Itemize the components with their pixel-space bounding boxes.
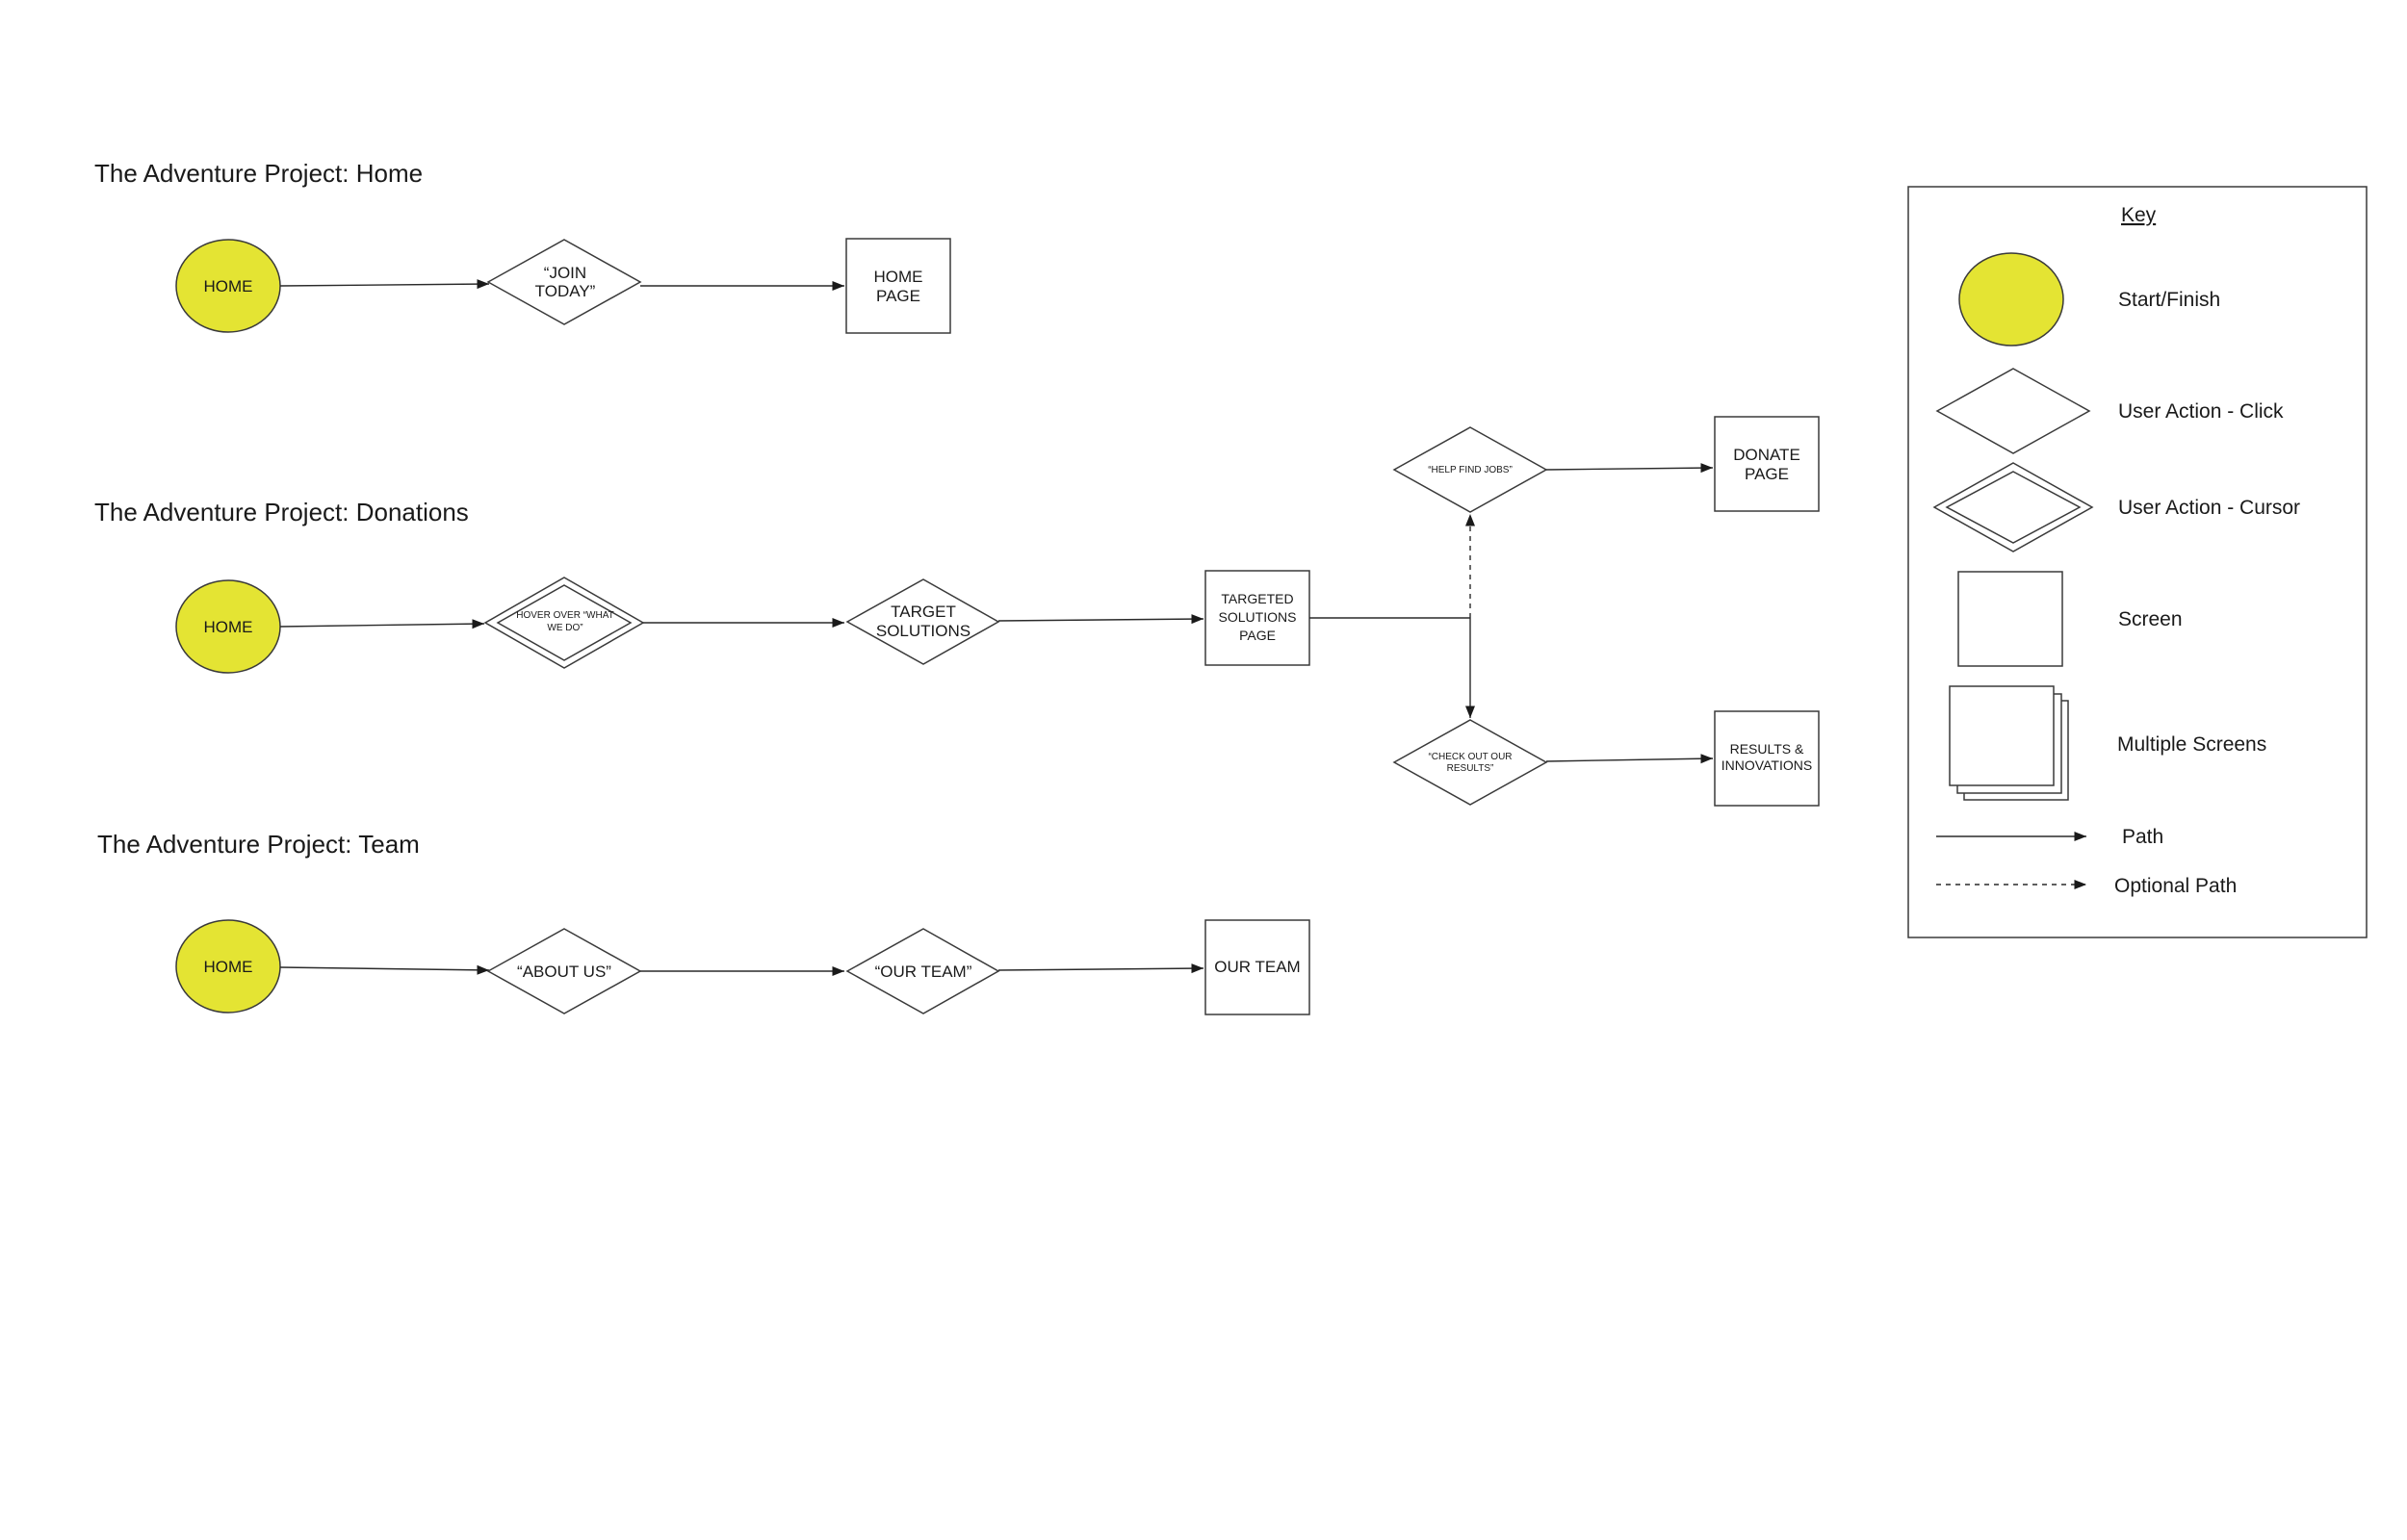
legend-label-optional: Optional Path: [2114, 875, 2237, 897]
legend-label-multiple: Multiple Screens: [2117, 733, 2266, 756]
action-label: “ABOUT US”: [517, 962, 611, 981]
screen-stack-front: [1949, 685, 2055, 786]
action-label-line2: RESULTS”: [1447, 763, 1494, 774]
screen-label-line2: INNOVATIONS: [1721, 757, 1812, 773]
action-label-line1: “CHECK OUT OUR: [1428, 752, 1512, 762]
action-our-team: “OUR TEAM”: [845, 928, 1000, 1014]
start-label: HOME: [204, 277, 253, 295]
path-arrow: [1545, 754, 1714, 764]
path-arrow: [279, 279, 490, 290]
click-diamond: [845, 928, 1000, 1014]
screen-label-line1: HOME: [874, 268, 923, 286]
start-node-donations: HOME: [175, 579, 281, 674]
screen-results-innovations: RESULTS & INNOVATIONS: [1714, 710, 1820, 807]
legend-cursor-diamond-inner: [1945, 471, 2082, 544]
action-hover-what-we-do: HOVER OVER “WHAT WE DO”: [483, 577, 645, 669]
legend: Key Start/Finish User Action - Click Use…: [1907, 186, 2368, 938]
action-label: “OUR TEAM”: [875, 962, 972, 981]
action-help-find-jobs: “HELP FIND JOBS”: [1392, 426, 1548, 513]
screen-box: [1714, 710, 1820, 807]
legend-screen-box: [1957, 571, 2063, 667]
legend-label-path: Path: [2122, 826, 2163, 848]
cursor-diamond-inner: [496, 584, 633, 661]
screen-box: [1204, 570, 1310, 666]
screen-label-line3: PAGE: [1239, 628, 1276, 643]
flow-title-team: The Adventure Project: Team: [97, 830, 420, 859]
legend-label-click: User Action - Click: [2118, 400, 2284, 423]
path-arrow: [279, 619, 485, 629]
click-diamond: [1392, 719, 1548, 806]
path-arrow: [997, 614, 1204, 625]
screen-label-line1: TARGETED: [1221, 591, 1293, 606]
screen-label-line2: PAGE: [876, 287, 920, 305]
screen-label: OUR TEAM: [1214, 958, 1300, 976]
legend-label-start-finish: Start/Finish: [2118, 289, 2220, 311]
screen-home-page: HOME PAGE: [845, 238, 951, 334]
screen-box: [1714, 416, 1820, 512]
screen-box: [845, 238, 951, 334]
screen-targeted-solutions-page: TARGETED SOLUTIONS PAGE: [1204, 570, 1310, 666]
action-label-line1: HOVER OVER “WHAT: [516, 610, 613, 621]
click-diamond: [845, 578, 1000, 665]
action-label-line1: “JOIN: [544, 264, 586, 282]
path-arrow: [997, 963, 1204, 974]
click-diamond: [486, 239, 642, 325]
screen-label-line2: PAGE: [1745, 465, 1789, 483]
start-label: HOME: [204, 958, 253, 976]
screen-donate-page: DONATE PAGE: [1714, 416, 1820, 512]
legend-click-diamond: [1935, 368, 2091, 454]
screen-label-line1: DONATE: [1733, 446, 1800, 464]
action-target-solutions: TARGET SOLUTIONS: [845, 578, 1000, 665]
legend-label-cursor: User Action - Cursor: [2118, 497, 2300, 519]
path-arrow: [1545, 463, 1714, 474]
action-label-line2: WE DO”: [547, 623, 582, 633]
click-diamond: [1392, 426, 1548, 513]
action-about-us: “ABOUT US”: [486, 928, 642, 1014]
action-label-line2: TODAY”: [535, 282, 596, 300]
action-label-line1: TARGET: [891, 603, 956, 621]
start-node-home: HOME: [175, 239, 281, 333]
action-label-line2: SOLUTIONS: [876, 622, 971, 640]
screen-label-line1: RESULTS &: [1730, 741, 1804, 757]
start-shape: [175, 919, 281, 1014]
action-join-today: “JOIN TODAY”: [486, 239, 642, 325]
start-node-team: HOME: [175, 919, 281, 1014]
legend-label-screen: Screen: [2118, 608, 2183, 630]
legend-multiple-screens-icon: [1949, 685, 2069, 801]
legend-title: Key: [2121, 204, 2157, 226]
click-diamond: [486, 928, 642, 1014]
screen-label-line2: SOLUTIONS: [1219, 609, 1297, 625]
screen-box: [1204, 919, 1310, 1015]
flow-title-donations: The Adventure Project: Donations: [94, 498, 469, 526]
start-label: HOME: [204, 618, 253, 636]
screen-our-team: OUR TEAM: [1204, 919, 1310, 1015]
action-label: “HELP FIND JOBS”: [1428, 465, 1513, 475]
path-arrow: [279, 964, 490, 975]
flow-title-home: The Adventure Project: Home: [94, 159, 423, 188]
action-check-out-our-results: “CHECK OUT OUR RESULTS”: [1392, 719, 1548, 806]
legend-start-shape: [1958, 252, 2064, 346]
